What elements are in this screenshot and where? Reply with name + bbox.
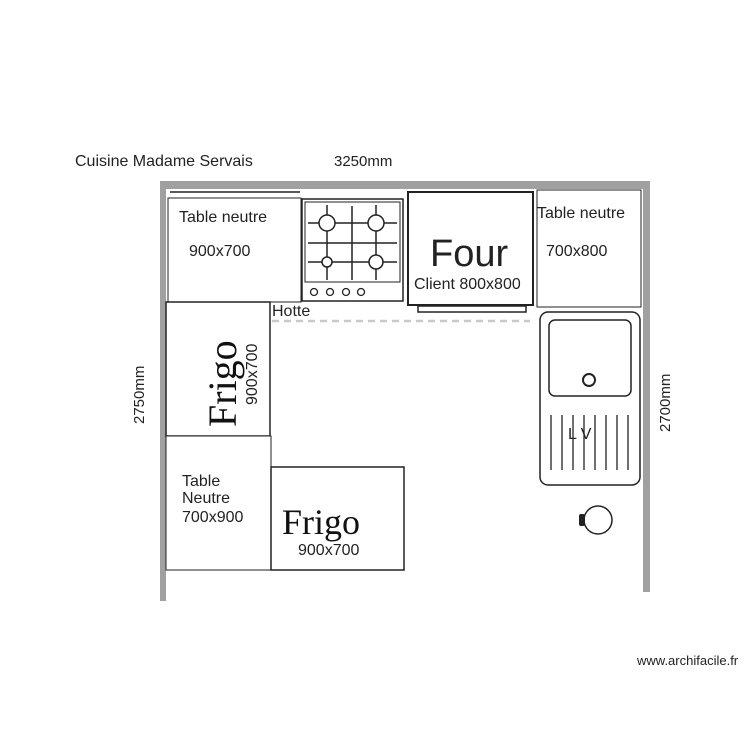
- dimension-right: 2700mm: [657, 374, 674, 432]
- tap-icon: [579, 505, 613, 535]
- table-bottom-left-line1: Table: [182, 473, 220, 490]
- fridge-bottom-label: Frigo: [282, 502, 360, 542]
- oven-sub-label: Client 800x800: [414, 276, 521, 293]
- table-top-left-size: 900x700: [189, 243, 250, 260]
- fridge-bottom-size: 900x700: [298, 542, 359, 559]
- wall-left: [160, 181, 166, 601]
- oven-label: Four: [430, 233, 508, 275]
- fridge-left: Frigo 900x700: [165, 301, 271, 437]
- oven: Four Client 800x800: [407, 191, 534, 313]
- gas-hob-icon: [301, 198, 404, 302]
- wall-top: [160, 181, 650, 189]
- fridge-bottom: Frigo 900x700: [270, 466, 405, 571]
- sink-icon: [539, 311, 641, 486]
- sink-label: L V: [568, 426, 592, 443]
- fridge-left-outline: [165, 301, 271, 437]
- table-top-right-label: Table neutre: [537, 205, 625, 222]
- walls: [160, 181, 650, 601]
- table-bottom-left-size: 700x900: [182, 509, 243, 526]
- fridge-bottom-outline: [270, 466, 405, 571]
- table-top-right: Table neutre 700x800: [536, 189, 642, 308]
- hood-label: Hotte: [272, 303, 310, 320]
- table-top-left: Table neutre 900x700: [167, 197, 302, 303]
- oven-outline: [407, 191, 534, 306]
- table-top-right-size: 700x800: [546, 243, 607, 260]
- table-bottom-left: Table Neutre 700x900: [165, 435, 272, 571]
- dimension-top: 3250mm: [334, 153, 392, 170]
- plan-title: Cuisine Madame Servais: [75, 153, 253, 170]
- fridge-left-label: Frigo: [200, 340, 245, 427]
- wall-right: [643, 181, 650, 592]
- table-bottom-left-line2: Neutre: [182, 490, 230, 507]
- table-top-left-outline: [167, 197, 302, 303]
- dimension-left: 2750mm: [131, 366, 148, 424]
- table-top-left-label: Table neutre: [179, 209, 267, 226]
- oven-door-handle: [417, 305, 527, 313]
- table-top-right-outline: [536, 189, 642, 308]
- table-bottom-left-outline: [165, 435, 272, 571]
- watermark: www.archifacile.fr: [636, 653, 739, 668]
- fridge-left-size: 900x700: [244, 344, 261, 405]
